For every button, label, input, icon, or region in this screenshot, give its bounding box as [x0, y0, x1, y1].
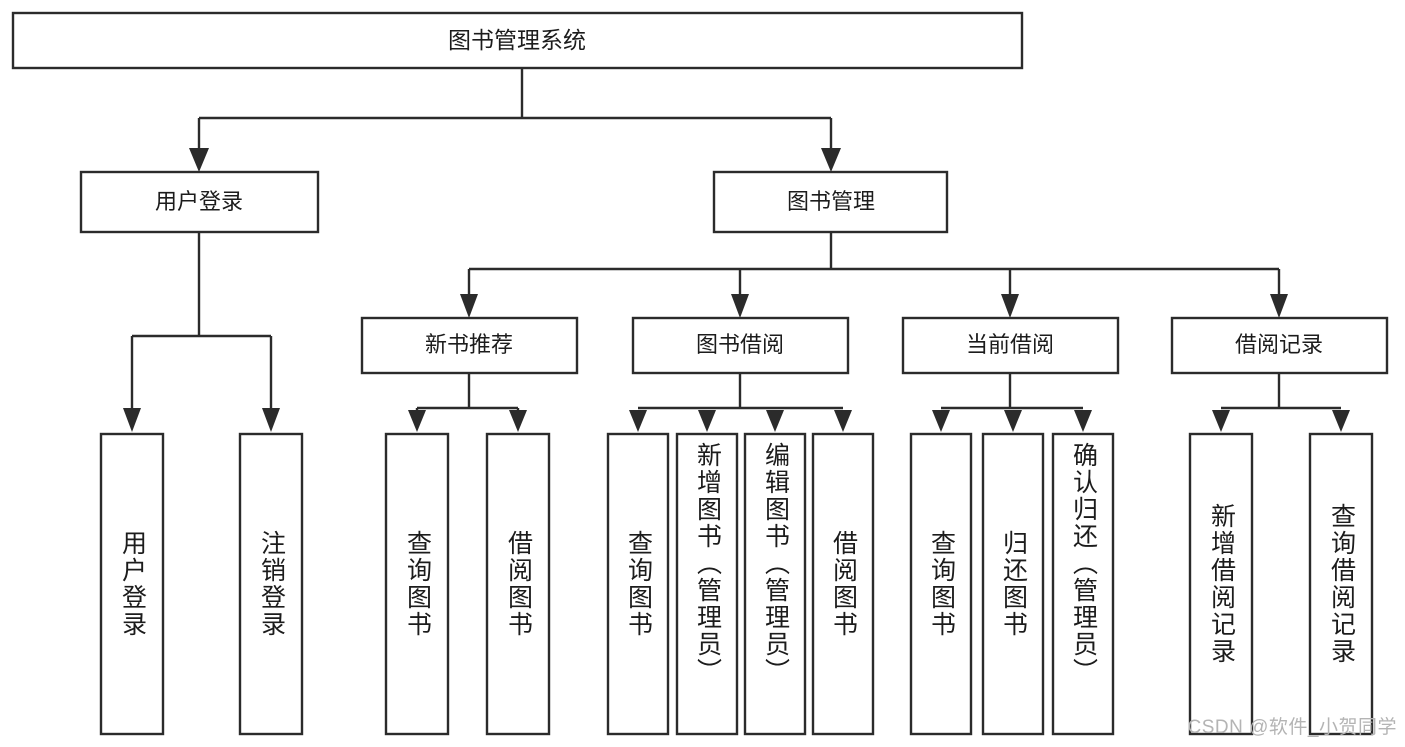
arrow-head-bookborrow-leaf-3 — [766, 410, 784, 432]
arrow-head-leaf-logout — [262, 408, 280, 432]
node-box-leaf-5[interactable] — [675, 432, 739, 736]
node-box-leaf-1[interactable] — [238, 432, 304, 736]
connector-layer — [123, 68, 1350, 432]
node-label-book-management: 图书管理 — [787, 189, 875, 214]
arrow-head-borrow-record — [1270, 294, 1288, 318]
node-box-leaf-12[interactable] — [1308, 432, 1374, 736]
node-box-leaf-10[interactable] — [1051, 432, 1115, 736]
arrow-head-bookborrow-leaf-2 — [698, 410, 716, 432]
csdn-watermark: CSDN @软件_小贺同学 — [1187, 717, 1397, 738]
arrow-head-newbook-leaf-1 — [408, 410, 426, 432]
arrow-head-currentborrow-leaf-1 — [932, 410, 950, 432]
node-box-leaf-8[interactable] — [909, 432, 973, 736]
node-box-root[interactable] — [11, 11, 1024, 70]
node-box-leaf-0[interactable] — [99, 432, 165, 736]
node-label-root: 图书管理系统 — [448, 27, 586, 53]
arrow-head-bookborrow-leaf-1 — [629, 410, 647, 432]
arrow-head-newbook-leaf-2 — [509, 410, 527, 432]
arrow-head-currentborrow-leaf-2 — [1004, 410, 1022, 432]
box-layer: 图书管理系统 用户登录 图书管理 新书推荐 图书借阅 当前借阅 借阅记录 — [11, 11, 1389, 736]
arrow-head-currentborrow-leaf-3 — [1074, 410, 1092, 432]
arrow-head-borrowrecord-leaf-1 — [1212, 410, 1230, 432]
arrow-head-book-borrow — [731, 294, 749, 318]
node-box-user-login[interactable] — [79, 170, 320, 234]
node-box-leaf-7[interactable] — [811, 432, 875, 736]
arrow-head-book-mgmt — [821, 148, 841, 172]
node-label-new-book-recommend: 新书推荐 — [425, 332, 513, 357]
node-box-new-book-recommend[interactable] — [360, 316, 579, 375]
arrow-head-bookborrow-leaf-4 — [834, 410, 852, 432]
node-box-current-borrow[interactable] — [901, 316, 1120, 375]
node-box-leaf-2[interactable] — [384, 432, 450, 736]
node-box-leaf-9[interactable] — [981, 432, 1045, 736]
node-label-borrow-record: 借阅记录 — [1235, 332, 1323, 357]
node-box-book-borrow[interactable] — [631, 316, 850, 375]
node-box-borrow-record[interactable] — [1170, 316, 1389, 375]
node-box-leaf-11[interactable] — [1188, 432, 1254, 736]
arrow-head-user-login — [189, 148, 209, 172]
arrow-head-current-borrow — [1001, 294, 1019, 318]
node-box-book-management[interactable] — [712, 170, 949, 234]
node-box-leaf-3[interactable] — [485, 432, 551, 736]
node-box-leaf-4[interactable] — [606, 432, 670, 736]
node-label-book-borrow: 图书借阅 — [696, 332, 784, 357]
node-label-user-login: 用户登录 — [155, 189, 243, 214]
arrow-head-leaf-user-login — [123, 408, 141, 432]
node-label-current-borrow: 当前借阅 — [966, 332, 1054, 357]
arrow-head-new-book-rec — [460, 294, 478, 318]
arrow-head-borrowrecord-leaf-2 — [1332, 410, 1350, 432]
node-box-leaf-6[interactable] — [743, 432, 807, 736]
